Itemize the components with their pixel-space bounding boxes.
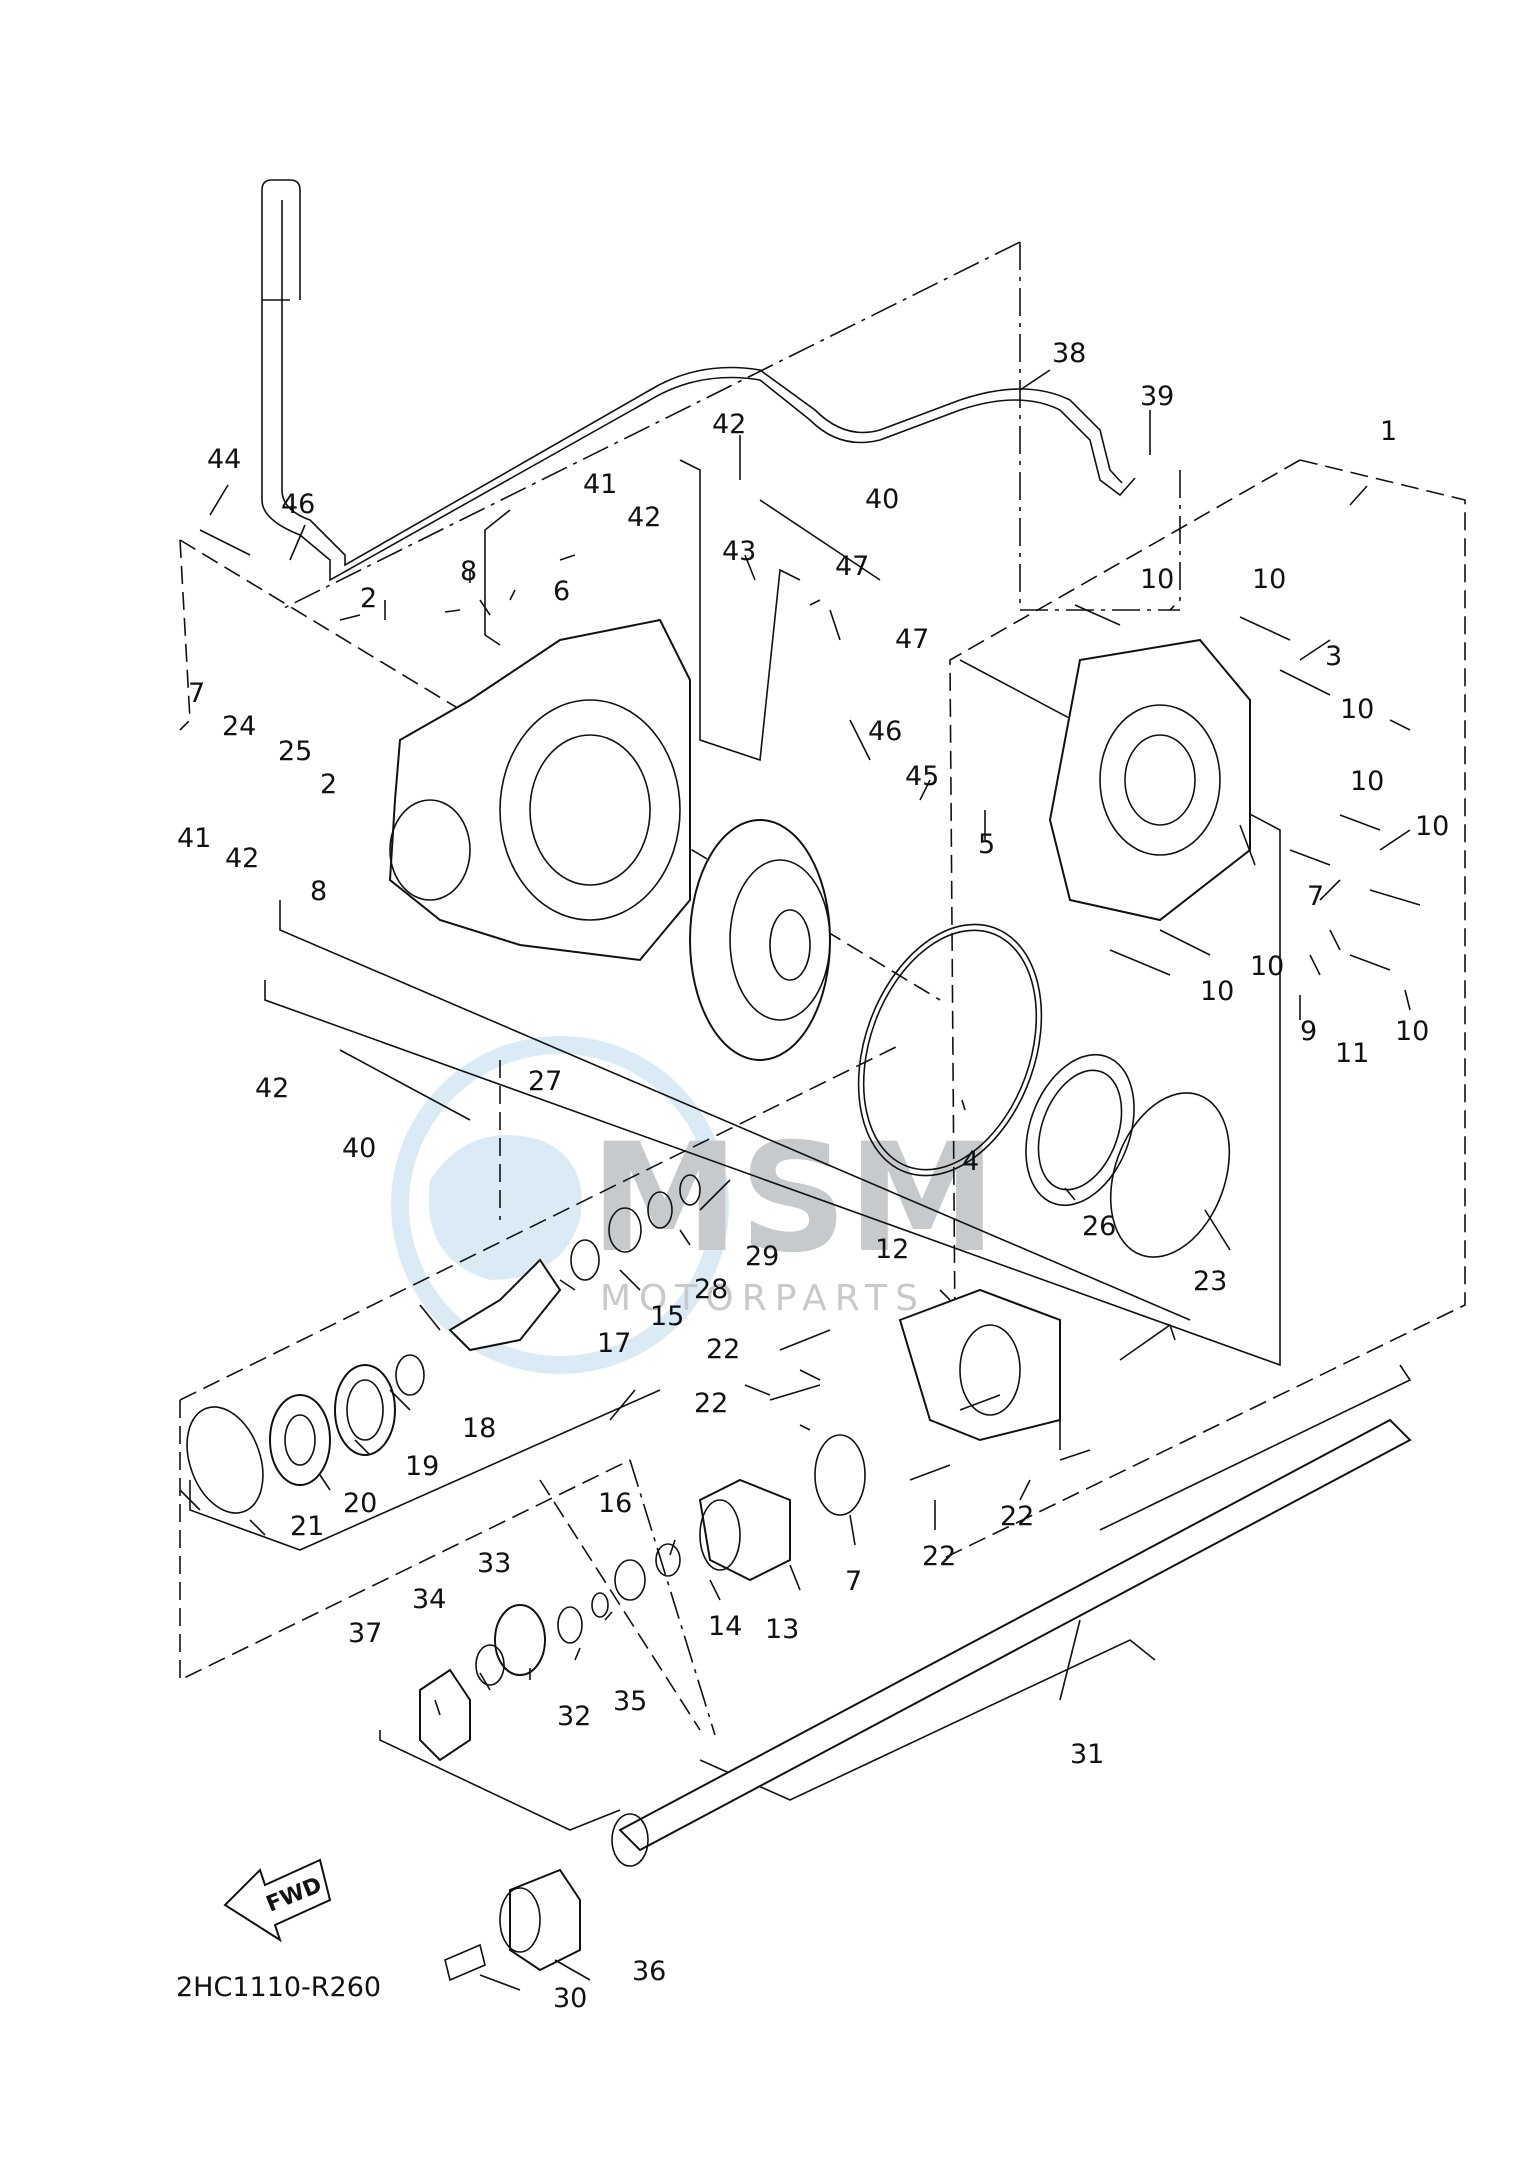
callout-13: 13 <box>765 1614 799 1645</box>
callout-1: 1 <box>1380 416 1397 447</box>
callout-15: 15 <box>650 1301 684 1332</box>
callout-11: 11 <box>1335 1038 1369 1069</box>
callout-4: 4 <box>962 1146 979 1177</box>
callout-12: 12 <box>875 1234 909 1265</box>
callout-22a: 22 <box>706 1334 740 1365</box>
callout-43: 43 <box>722 536 756 567</box>
callout-19: 19 <box>405 1451 439 1482</box>
callout-45: 45 <box>905 761 939 792</box>
callout-14: 14 <box>708 1611 742 1642</box>
callout-41b: 41 <box>177 823 211 854</box>
callout-27: 27 <box>528 1066 562 1097</box>
callout-46b: 46 <box>868 716 902 747</box>
callout-7a: 7 <box>188 678 205 709</box>
callout-22c: 22 <box>922 1541 956 1572</box>
callout-10e: 10 <box>1415 811 1449 842</box>
callout-37: 37 <box>348 1618 382 1649</box>
callout-35: 35 <box>613 1686 647 1717</box>
callout-21: 21 <box>290 1511 324 1542</box>
callout-31: 31 <box>1070 1739 1104 1770</box>
callout-40b: 40 <box>342 1133 376 1164</box>
callout-42d: 42 <box>255 1073 289 1104</box>
callout-5: 5 <box>978 829 995 860</box>
callout-41a: 41 <box>583 469 617 500</box>
watermark-sub: MOTORPARTS <box>600 1278 926 1319</box>
callout-7c: 7 <box>845 1566 862 1597</box>
callout-42a: 42 <box>712 409 746 440</box>
callout-46a: 46 <box>281 489 315 520</box>
callout-28: 28 <box>694 1274 728 1305</box>
parts <box>186 499 1421 1982</box>
callout-42b: 42 <box>627 502 661 533</box>
callout-10b: 10 <box>1252 564 1286 595</box>
callout-39: 39 <box>1140 381 1174 412</box>
callout-2a: 2 <box>360 583 377 614</box>
callout-3: 3 <box>1325 641 1342 672</box>
callout-36: 36 <box>632 1956 666 1987</box>
callout-18: 18 <box>462 1413 496 1444</box>
callout-16: 16 <box>598 1488 632 1519</box>
callout-23: 23 <box>1193 1266 1227 1297</box>
callout-2b: 2 <box>320 769 337 800</box>
callout-labels: 1 2 2 3 4 5 6 7 7 7 8 8 9 10 10 10 10 10… <box>177 338 1449 2014</box>
callout-40a: 40 <box>865 484 899 515</box>
diagram-code: 2HC1110-R260 <box>176 1972 381 2003</box>
callout-47a: 47 <box>835 551 869 582</box>
frame-lines <box>179 241 1466 1831</box>
fwd-arrow-icon: FWD <box>223 1858 332 1943</box>
callout-8a: 8 <box>460 556 477 587</box>
callout-38: 38 <box>1052 338 1086 369</box>
callout-10h: 10 <box>1395 1016 1429 1047</box>
callout-26: 26 <box>1082 1211 1116 1242</box>
callout-10g: 10 <box>1200 976 1234 1007</box>
callout-25: 25 <box>278 736 312 767</box>
callout-9: 9 <box>1300 1016 1317 1047</box>
callout-6: 6 <box>553 576 570 607</box>
callout-24: 24 <box>222 711 256 742</box>
callout-33: 33 <box>477 1548 511 1579</box>
callout-8b: 8 <box>310 876 327 907</box>
callout-29: 29 <box>745 1241 779 1272</box>
callout-10c: 10 <box>1340 694 1374 725</box>
callout-34: 34 <box>412 1584 446 1615</box>
callout-17: 17 <box>597 1328 631 1359</box>
leader-lines <box>179 369 1411 1991</box>
callout-10d: 10 <box>1350 766 1384 797</box>
callout-22d: 22 <box>1000 1501 1034 1532</box>
breather-hose <box>261 179 1136 582</box>
callout-42c: 42 <box>225 843 259 874</box>
callout-30: 30 <box>553 1983 587 2014</box>
callout-47b: 47 <box>895 624 929 655</box>
callout-22b: 22 <box>694 1388 728 1419</box>
callout-7b: 7 <box>1307 881 1324 912</box>
callout-32: 32 <box>557 1701 591 1732</box>
callout-44: 44 <box>207 444 241 475</box>
callout-10f: 10 <box>1250 951 1284 982</box>
callout-20: 20 <box>343 1488 377 1519</box>
callout-10a: 10 <box>1140 564 1174 595</box>
